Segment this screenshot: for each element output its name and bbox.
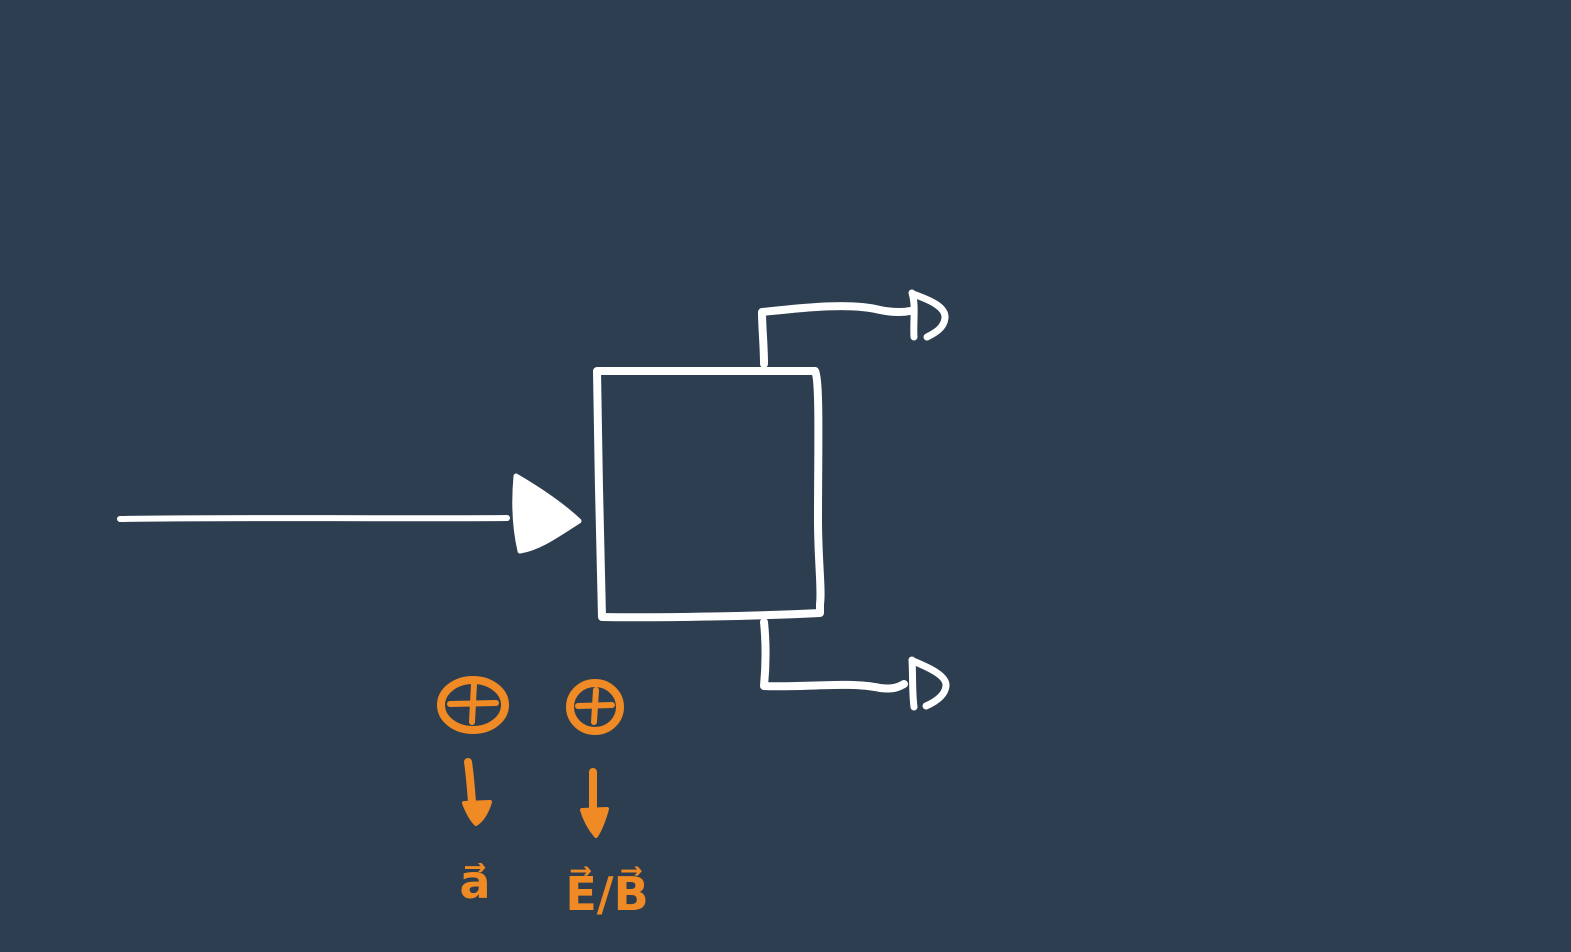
annotation-label-2: E⃗/B⃗ <box>565 866 648 921</box>
input-arrow <box>117 473 582 554</box>
annotation-2: E⃗/B⃗ ⊕ <box>565 679 649 921</box>
process-box <box>593 367 825 622</box>
upper-output-arrow <box>758 289 949 368</box>
down-arrow-shaft-1 <box>464 758 476 806</box>
annotation-1: a⃗ ⊕ <box>437 676 509 909</box>
input-arrow-head <box>512 473 582 554</box>
circle-plus-icon-1 <box>437 676 509 734</box>
upper-output-line <box>758 302 914 368</box>
input-arrow-shaft <box>117 515 510 522</box>
circle-plus-icon-2 <box>566 679 624 735</box>
annotation-label-1: a⃗ <box>459 855 490 909</box>
lower-output-line <box>760 618 908 693</box>
lower-output-head <box>908 656 950 711</box>
circle-plus-cross-1 <box>447 681 499 725</box>
lower-output-arrow <box>760 618 950 711</box>
down-arrow-head-1 <box>462 800 492 826</box>
circle-plus-cross-2 <box>575 687 615 725</box>
down-arrow-head-2 <box>580 807 609 838</box>
upper-output-head <box>908 289 949 341</box>
